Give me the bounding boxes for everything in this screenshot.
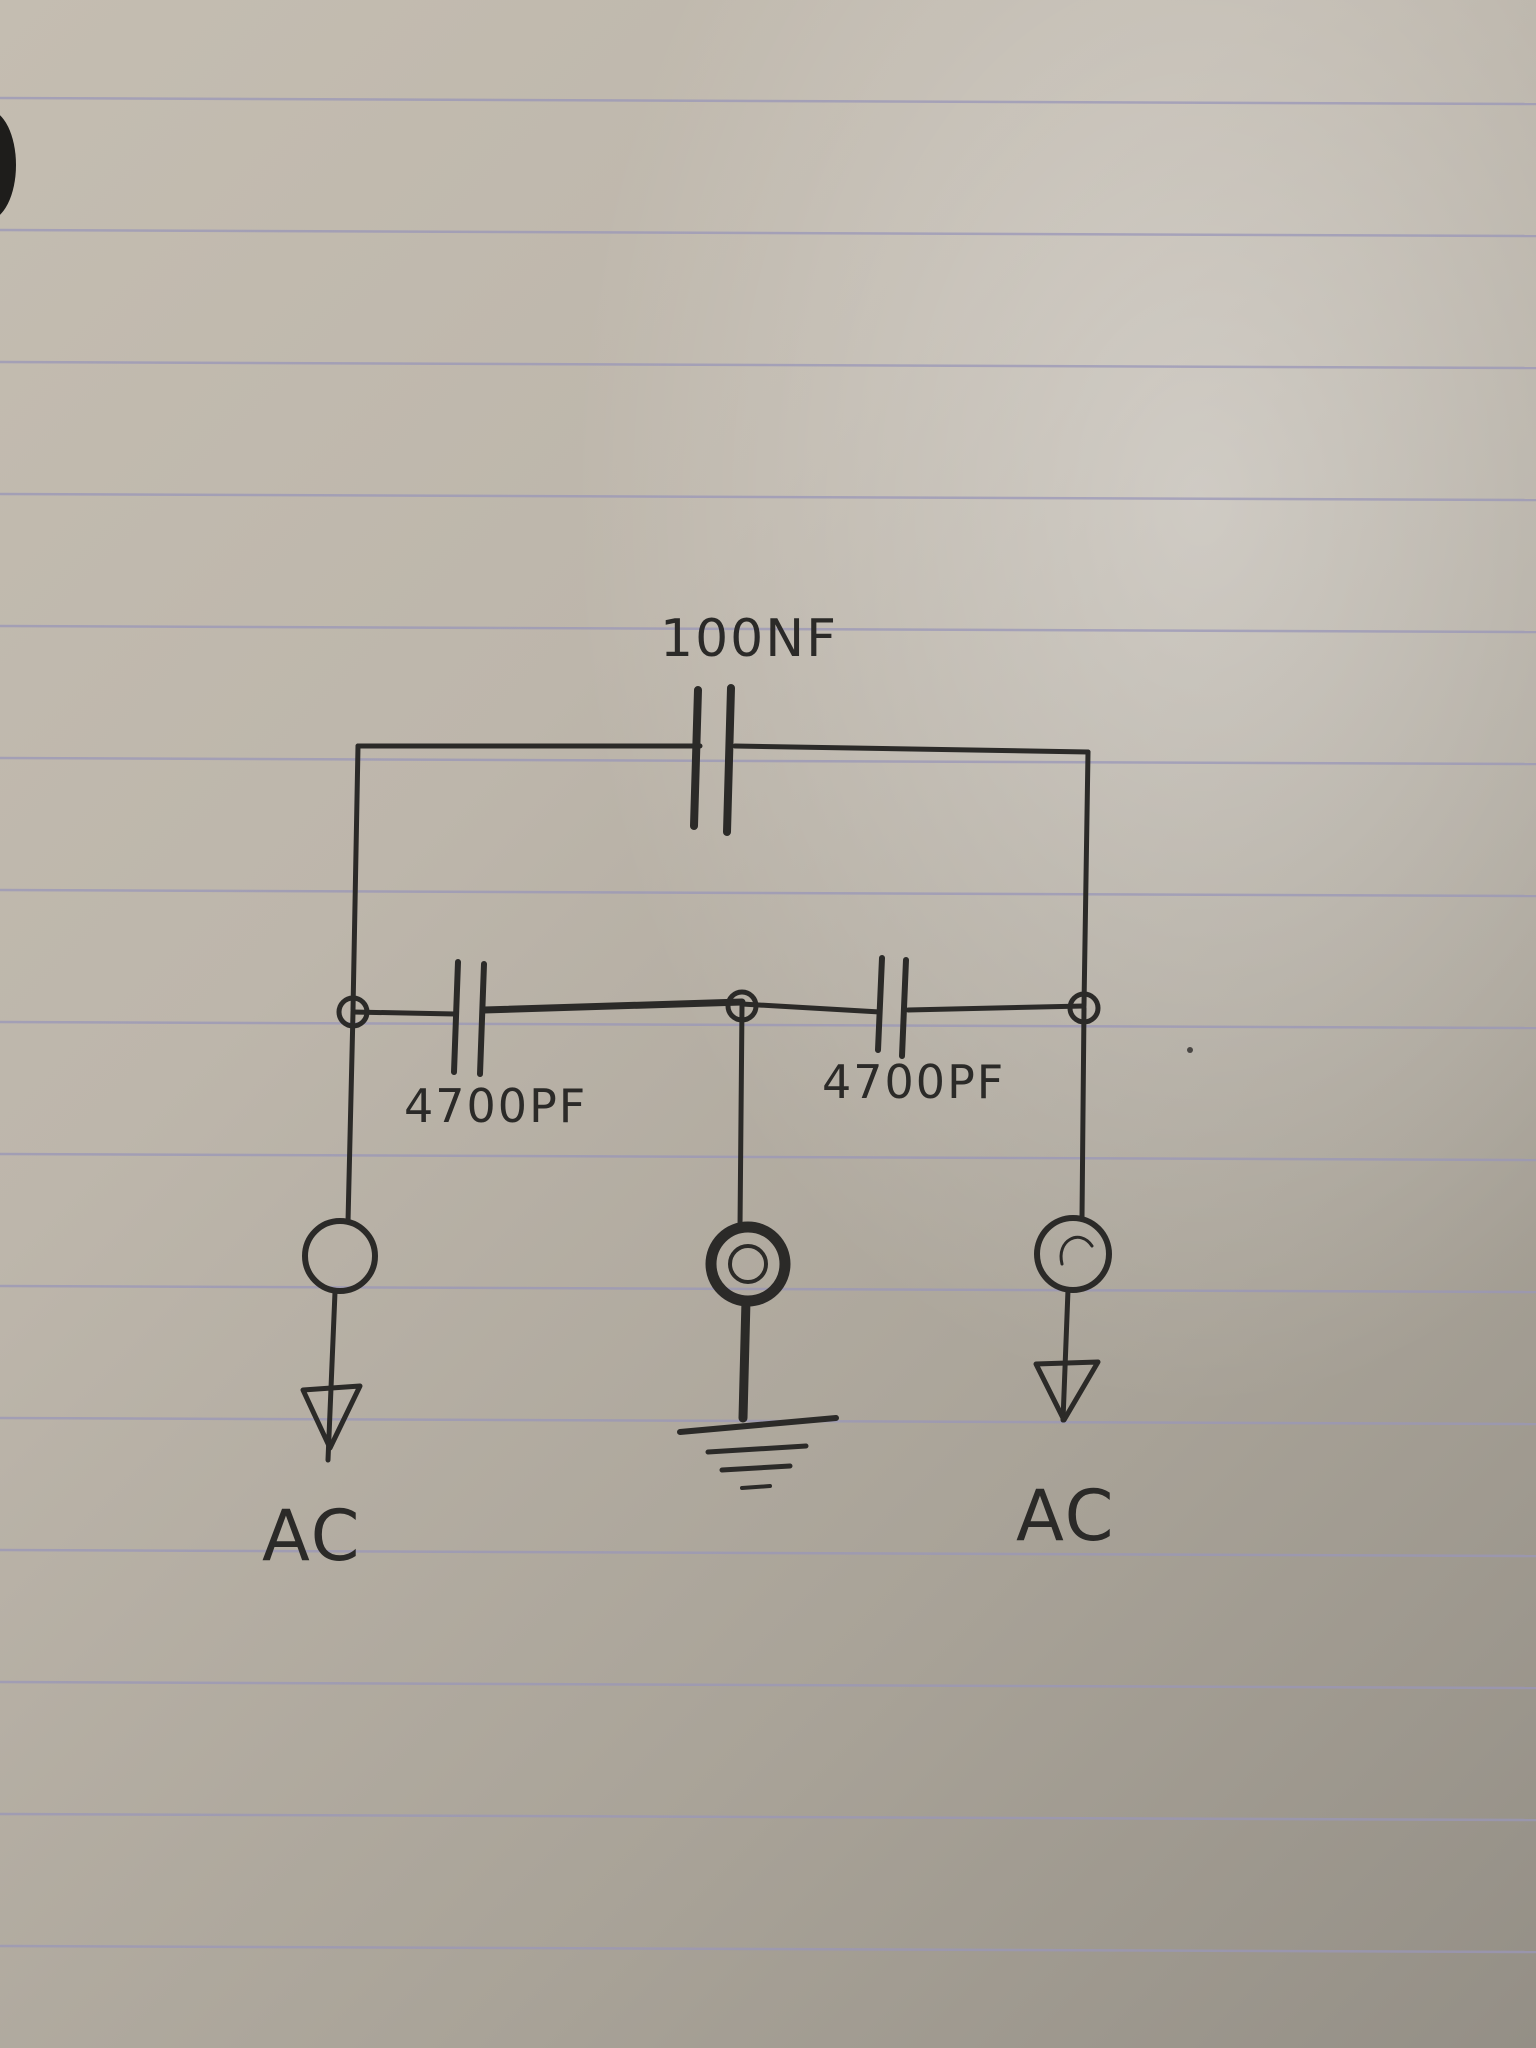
ruled-line [0,228,1536,238]
ink-speck [1187,1047,1193,1053]
ruled-line [0,888,1536,898]
capacitor-4700pf-left-label: 4700PF [404,1079,587,1133]
ruled-line [0,360,1536,370]
ruled-line [0,1548,1536,1558]
ruled-line [0,1812,1536,1822]
ruled-line [0,1416,1536,1426]
middle-rail [350,998,1087,1017]
ruled-line [0,1020,1536,1030]
ground-icon [677,1415,839,1490]
terminal-leads [345,1003,1087,1231]
capacitor-4700pf-left [451,959,487,1077]
ruled-line [0,1152,1536,1162]
capacitor-4700pf-right [875,955,909,1059]
terminal-left [300,1218,378,1463]
terminal-right-label: AC [1016,1475,1116,1557]
ruled-line [0,492,1536,502]
ruled-line [0,1944,1536,1954]
terminal-left-label: AC [262,1495,362,1577]
capacitor-100nf [690,684,735,836]
binder-hole [0,110,16,220]
top-rail [350,743,1091,1013]
ruled-line [0,1680,1536,1690]
terminal-center [705,1221,791,1423]
capacitor-100nf-label: 100NF [660,609,838,669]
terminal-right [1033,1215,1112,1423]
ruled-line [0,756,1536,766]
ruled-line [0,624,1536,634]
ruled-line [0,96,1536,106]
capacitor-4700pf-right-label: 4700PF [822,1055,1005,1109]
